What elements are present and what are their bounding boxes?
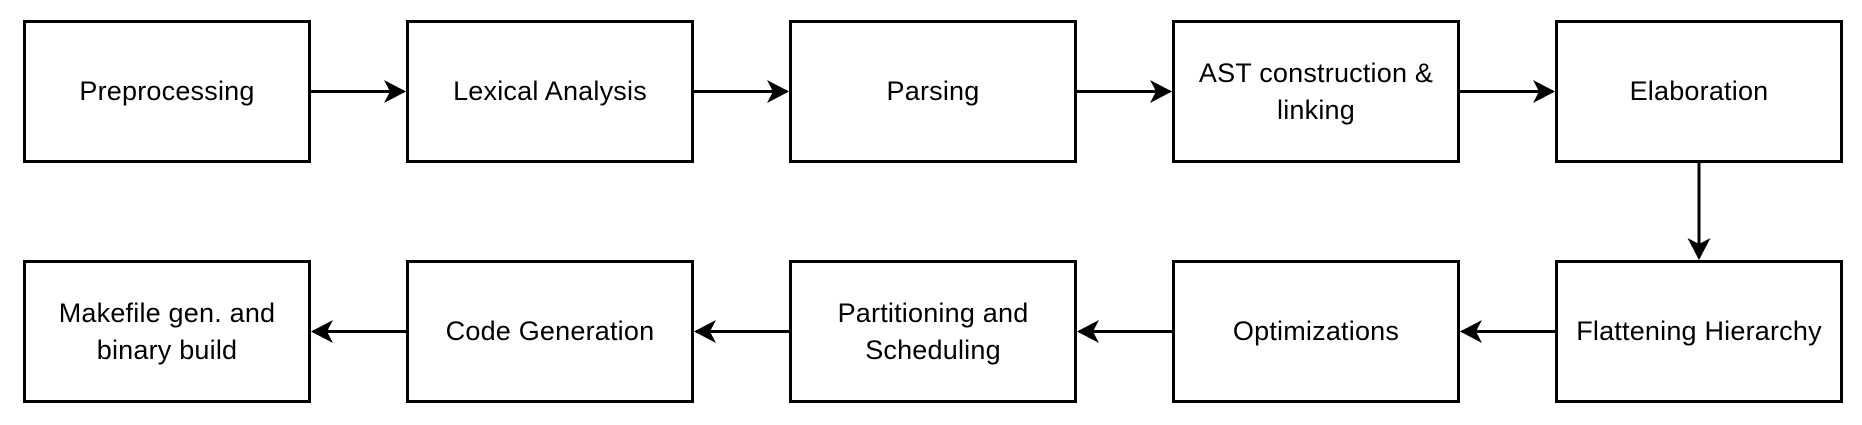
node-lexical-analysis-label: Lexical Analysis [453, 76, 647, 107]
node-code-generation: Code Generation [406, 260, 694, 403]
node-flattening-hierarchy-label: Flattening Hierarchy [1576, 316, 1822, 347]
node-partitioning-scheduling-label: Partitioning and Scheduling [837, 298, 1029, 365]
node-parsing-label: Parsing [886, 76, 980, 107]
node-ast-construction-linking: AST construction & linking [1172, 20, 1460, 163]
node-optimizations-label: Optimizations [1232, 316, 1400, 347]
node-makefile-gen-binary-build-label: Makefile gen. and binary build [58, 298, 276, 365]
node-elaboration-label: Elaboration [1629, 76, 1769, 107]
node-optimizations: Optimizations [1172, 260, 1460, 403]
node-makefile-gen-binary-build: Makefile gen. and binary build [23, 260, 311, 403]
node-code-generation-label: Code Generation [445, 316, 655, 347]
node-lexical-analysis: Lexical Analysis [406, 20, 694, 163]
node-preprocessing: Preprocessing [23, 20, 311, 163]
node-ast-construction-linking-label: AST construction & linking [1198, 58, 1434, 125]
node-flattening-hierarchy: Flattening Hierarchy [1555, 260, 1843, 403]
node-partitioning-scheduling: Partitioning and Scheduling [789, 260, 1077, 403]
node-parsing: Parsing [789, 20, 1077, 163]
node-preprocessing-label: Preprocessing [79, 76, 255, 107]
node-elaboration: Elaboration [1555, 20, 1843, 163]
